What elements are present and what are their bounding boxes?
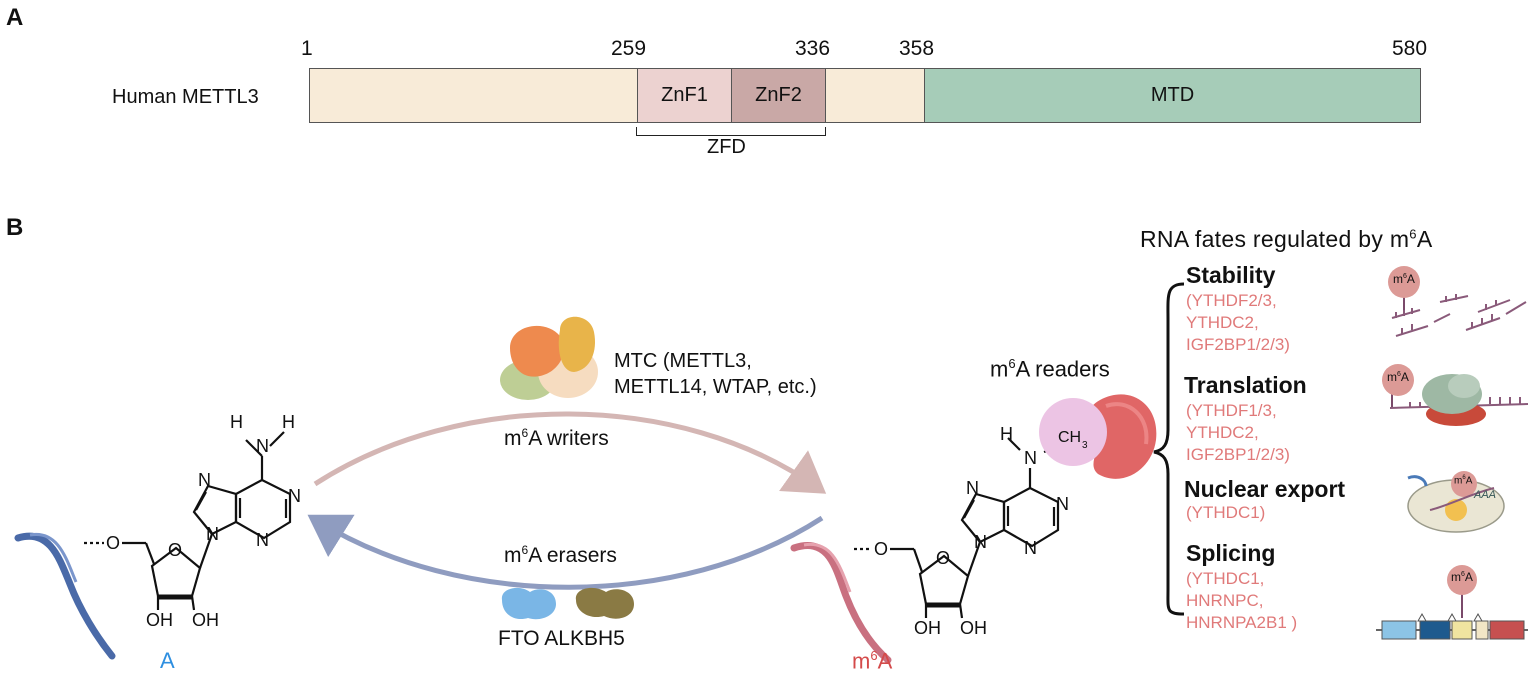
fate-nuclear-export-title: Nuclear export: [1184, 476, 1346, 502]
stability-icon: [1388, 266, 1527, 337]
right-oh2: OH: [960, 618, 987, 638]
right-oh1: OH: [914, 618, 941, 638]
right-o-ring: O: [936, 548, 950, 568]
mtc-line1: MTC (METTL3,: [614, 350, 752, 372]
reader-protein-icon: [1090, 394, 1157, 479]
domain-znf2-label: ZnF2: [755, 84, 802, 106]
fto-icon: [501, 587, 556, 620]
left-ring-n1: N: [206, 524, 219, 544]
label-m6a: m6A: [852, 648, 893, 674]
panel-b-letter: B: [6, 214, 24, 241]
nuclear-aaa-label: AAA: [1473, 489, 1496, 501]
right-nh-h: H: [1000, 424, 1013, 444]
left-ring-n4: N: [256, 530, 269, 550]
right-ring-n1: N: [974, 532, 987, 552]
position-358: 358: [899, 37, 935, 60]
left-h2: H: [282, 412, 295, 432]
fate-stability-title: Stability: [1186, 262, 1276, 288]
alkbh5-icon: [575, 587, 634, 619]
writer-complex-icon: [500, 316, 598, 400]
fate-stability-readers: (YTHDF2/3, YTHDC2, IGF2BP1/2/3): [1186, 291, 1290, 354]
protein-label: Human METTL3: [112, 86, 259, 108]
right-o-link: O: [874, 539, 888, 559]
nuclear-export-icon: AAA: [1407, 471, 1505, 533]
right-nh-n: N: [1024, 448, 1037, 468]
right-ring-n2: N: [966, 478, 979, 498]
fate-translation-readers: (YTHDF1/3, YTHDC2, IGF2BP1/2/3): [1186, 401, 1290, 464]
left-ring-n2: N: [198, 470, 211, 490]
domain-mtd: MTD: [924, 68, 1421, 123]
splicing-icon: [1376, 565, 1528, 640]
zfd-bracket: [636, 127, 826, 136]
left-h1: H: [230, 412, 243, 432]
domain-znf1-label: ZnF1: [661, 84, 708, 106]
mtc-line2: METTL14, WTAP, etc.): [614, 376, 817, 398]
domain-znf1: ZnF1: [637, 68, 732, 123]
writers-label: m6A writers: [504, 426, 609, 450]
left-n-top: N: [256, 436, 269, 456]
stability-badge: m6A: [1393, 272, 1415, 286]
fates-title: RNA fates regulated by m6A: [1140, 226, 1433, 252]
fate-splicing-title: Splicing: [1186, 540, 1276, 566]
left-o-link: O: [106, 533, 120, 553]
nuclear-badge: m6A: [1454, 475, 1473, 487]
fates-brace: [1153, 282, 1185, 616]
panel-a-letter: A: [6, 4, 24, 31]
ch3-circle: [1039, 398, 1107, 466]
translation-badge: m6A: [1387, 370, 1409, 384]
label-a: A: [160, 648, 175, 673]
left-ring-n3: N: [288, 486, 301, 506]
position-336: 336: [795, 37, 831, 60]
domain-znf2: ZnF2: [731, 68, 826, 123]
position-259: 259: [611, 37, 647, 60]
left-oh2: OH: [192, 610, 219, 630]
right-rna-ribbon: [790, 542, 892, 664]
eraser-enzymes-label: FTO ALKBH5: [498, 627, 625, 650]
right-m6a-labels: O O OH OH N N N N N H CH 3: [874, 424, 1088, 638]
fate-nuclear-export-readers: (YTHDC1): [1186, 503, 1266, 522]
translation-icon: [1382, 364, 1529, 426]
fate-splicing-readers: (YTHDC1, HNRNPC, HNRNPA2B1 ): [1186, 569, 1298, 632]
writer-arrow: [313, 411, 827, 494]
domain-mtd-label: MTD: [1150, 84, 1195, 106]
zfd-label: ZFD: [707, 136, 746, 158]
position-580: 580: [1392, 37, 1428, 60]
right-ch3-sub: 3: [1082, 440, 1088, 451]
position-1: 1: [301, 37, 313, 60]
right-ring-n3: N: [1056, 494, 1069, 514]
mtc-label: MTC (METTL3, METTL14, WTAP, etc.): [614, 348, 817, 400]
right-ring-n4: N: [1024, 538, 1037, 558]
right-ch3: CH: [1058, 429, 1081, 446]
fate-translation-title: Translation: [1184, 372, 1307, 398]
eraser-arrow: [307, 514, 824, 590]
left-rna-ribbon: [14, 532, 116, 660]
left-adenosine-structure: [84, 431, 292, 611]
left-o-ring: O: [168, 540, 182, 560]
splicing-badge: m6A: [1451, 570, 1473, 584]
left-adenosine-labels: O O OH OH N N N N N H H: [106, 412, 301, 630]
readers-label: m6A readers: [990, 356, 1110, 382]
left-oh1: OH: [146, 610, 173, 630]
erasers-label: m6A erasers: [504, 543, 617, 567]
